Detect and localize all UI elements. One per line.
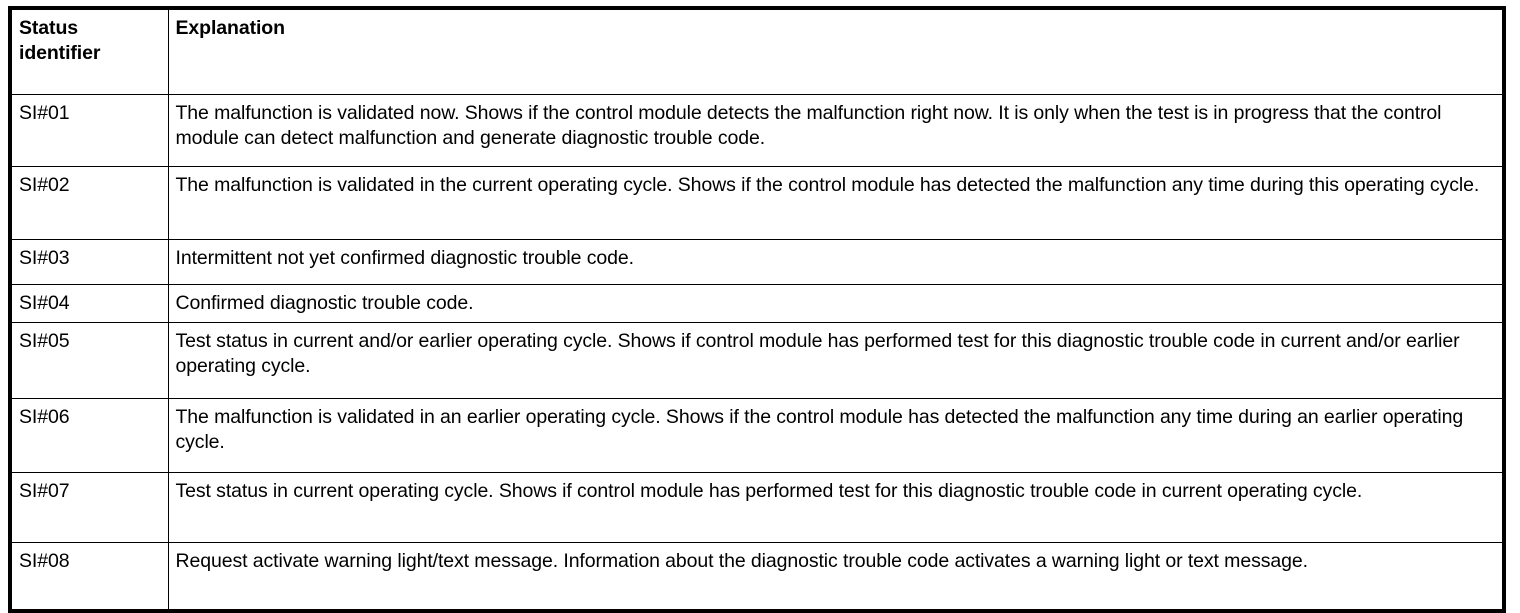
cell-status-identifier: SI#01	[9, 94, 169, 167]
cell-status-identifier: SI#04	[9, 283, 169, 324]
cell-status-identifier: SI#05	[9, 322, 169, 400]
table-body: SI#01 The malfunction is validated now. …	[9, 94, 1505, 612]
cell-explanation: The malfunction is validated in an earli…	[167, 398, 1505, 474]
cell-status-identifier: SI#07	[9, 472, 169, 544]
table-row: SI#02 The malfunction is validated in th…	[9, 166, 1505, 240]
cell-explanation: Test status in current and/or earlier op…	[167, 322, 1505, 400]
table-header-row: Status identifier Explanation	[9, 7, 1505, 95]
status-identifier-table-container: Status identifier Explanation SI#01 The …	[8, 6, 1506, 613]
cell-status-identifier: SI#02	[9, 166, 169, 240]
cell-status-identifier: SI#08	[9, 542, 169, 612]
table-row: SI#03 Intermittent not yet confirmed dia…	[9, 239, 1505, 285]
table-row: SI#05 Test status in current and/or earl…	[9, 322, 1505, 400]
cell-explanation: Request activate warning light/text mess…	[167, 542, 1505, 612]
table-row: SI#07 Test status in current operating c…	[9, 472, 1505, 544]
table-row: SI#01 The malfunction is validated now. …	[9, 94, 1505, 167]
status-identifier-table: Status identifier Explanation SI#01 The …	[8, 6, 1506, 613]
cell-explanation: Test status in current operating cycle. …	[167, 472, 1505, 544]
cell-status-identifier: SI#03	[9, 239, 169, 285]
table-header: Status identifier Explanation	[9, 7, 1505, 95]
table-row: SI#06 The malfunction is validated in an…	[9, 398, 1505, 474]
column-header-explanation: Explanation	[167, 7, 1505, 95]
cell-explanation: Confirmed diagnostic trouble code.	[167, 283, 1505, 324]
cell-explanation: The malfunction is validated now. Shows …	[167, 94, 1505, 167]
table-row: SI#04 Confirmed diagnostic trouble code.	[9, 283, 1505, 324]
column-header-status-identifier: Status identifier	[9, 7, 169, 95]
cell-status-identifier: SI#06	[9, 398, 169, 474]
table-row: SI#08 Request activate warning light/tex…	[9, 542, 1505, 612]
cell-explanation: The malfunction is validated in the curr…	[167, 166, 1505, 240]
cell-explanation: Intermittent not yet confirmed diagnosti…	[167, 239, 1505, 285]
